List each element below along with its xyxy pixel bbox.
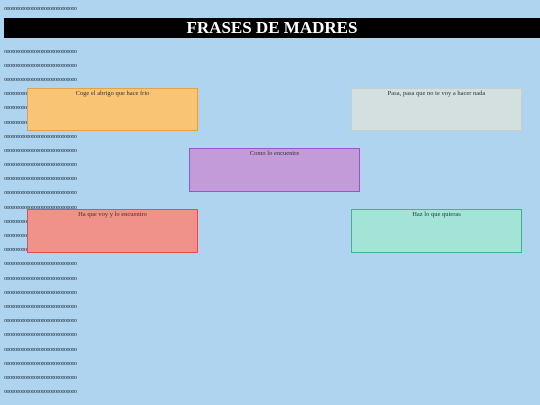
background-line: ooooooooooooooooooooooooooooo — [4, 147, 77, 154]
background-line: ooooooooooooooooooooooooooooo — [4, 48, 77, 55]
card-text: Coge el abrigo que hace frio — [75, 90, 150, 97]
background-line: ooooooooooooooooooooooooooooo — [4, 62, 77, 69]
card-text: Como lo encuentre — [249, 150, 300, 157]
background-line: ooooooooooooooooooooooooooooo — [4, 332, 77, 339]
background-line: ooooooooooooooooooooooooooooo — [4, 133, 77, 140]
background-line: ooooooooooooooooooooooooooooo — [4, 76, 77, 83]
background-line: ooooooooooooooooooooooooooooo — [4, 162, 77, 169]
page-title: FRASES DE MADRES — [4, 18, 540, 38]
background-line: ooooooooooooooooooooooooooooo — [4, 303, 77, 310]
card-text: Pasa, pasa que no te voy a hacer nada — [387, 90, 486, 97]
background-line: ooooooooooooooooooooooooooooo — [4, 360, 77, 367]
background-line: ooooooooooooooooooooooooooooo — [4, 204, 77, 211]
card-ha-que-voy[interactable]: Ha que voy y lo encuentro — [27, 209, 198, 253]
background-line: ooooooooooooooooooooooooooooo — [4, 346, 77, 353]
background-line: ooooooooooooooooooooooooooooo — [4, 275, 77, 282]
background-line: ooooooooooooooooooooooooooooo — [4, 176, 77, 183]
card-text: Haz lo que quieras — [412, 211, 461, 218]
background-line: ooooooooooooooooooooooooooooo — [4, 318, 77, 325]
background-line: ooooooooooooooooooooooooooooo — [4, 389, 77, 396]
background-line: ooooooooooooooooooooooooooooo — [4, 261, 77, 268]
card-pasa[interactable]: Pasa, pasa que no te voy a hacer nada — [351, 88, 522, 131]
background-line: ooooooooooooooooooooooooooooo — [4, 190, 77, 197]
background-line: ooooooooooooooooooooooooooooo — [4, 374, 77, 381]
card-como-lo-encuentre[interactable]: Como lo encuentre — [189, 148, 360, 192]
card-coge-abrigo[interactable]: Coge el abrigo que hace frio — [27, 88, 198, 131]
background-line: ooooooooooooooooooooooooooooo — [4, 289, 77, 296]
background-line: ooooooooooooooooooooooooooooo — [4, 6, 77, 12]
card-text: Ha que voy y lo encuentro — [78, 211, 147, 218]
background-text-lines: ooooooooooooooooooooooooooooo oooooooooo… — [4, 5, 204, 402]
card-haz-lo-que-quieras[interactable]: Haz lo que quieras — [351, 209, 522, 253]
